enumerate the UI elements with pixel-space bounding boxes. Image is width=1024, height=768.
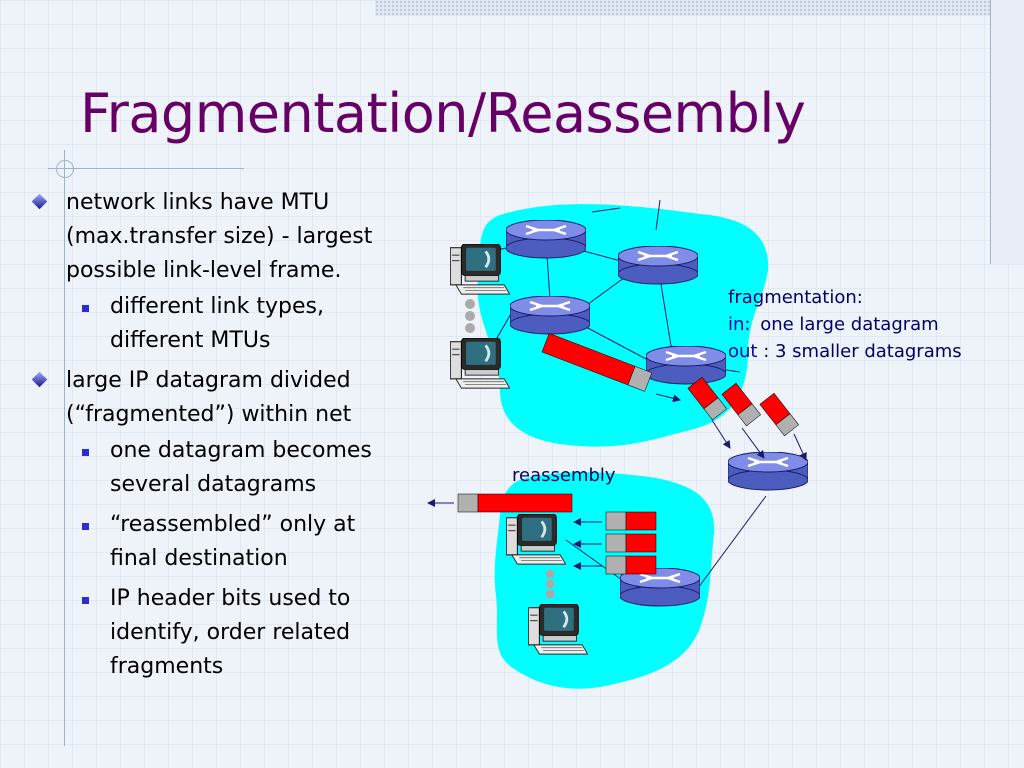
right-decor-bar: [990, 0, 1024, 264]
reassembly-label: reassembly: [512, 465, 616, 486]
arrow-icon: [741, 427, 765, 459]
decor-guide-ring: [56, 160, 74, 178]
router-icon: [506, 220, 586, 260]
sub-bullet-header-bits: IP header bits used to identify, order r…: [30, 582, 430, 684]
large-datagram: [541, 332, 653, 392]
bullet-fragmented: large IP datagram divided (“fragmented”)…: [30, 364, 430, 432]
computer-icon: [528, 604, 588, 656]
bullet-line: one datagram becomes: [110, 438, 372, 463]
bullet-line: large IP datagram divided: [66, 368, 351, 393]
fragment-2: [721, 382, 762, 427]
bullet-mtu: network links have MTU (max.transfer siz…: [30, 186, 430, 288]
sub-bullet-one-becomes-several: one datagram becomes several datagrams: [30, 434, 430, 502]
in-text: one large datagram: [760, 314, 939, 335]
sub-bullet-reassembled: “reassembled” only at final destination: [30, 508, 430, 576]
out-label: out: [728, 341, 757, 362]
slide-title: Fragmentation/Reassembly: [80, 82, 806, 145]
fragment-3: [759, 392, 800, 437]
bullet-line: different MTUs: [110, 328, 271, 353]
host-ellipsis-dots: [465, 299, 555, 599]
bullet-line: final destination: [110, 546, 288, 571]
bullet-line: possible link-level frame.: [66, 258, 342, 283]
square-bullet-icon: [82, 449, 89, 456]
computer-icon: [450, 338, 510, 390]
arrow-icon: [655, 393, 681, 403]
square-bullet-icon: [82, 523, 89, 530]
router-icon: [728, 452, 808, 492]
top-decor-band: [375, 0, 1024, 16]
router-icon: [646, 346, 726, 386]
arrow-icon: [793, 433, 807, 461]
bullet-line: “reassembled” only at: [110, 512, 356, 537]
bullet-line: identify, order related: [110, 620, 351, 645]
bullet-line: several datagrams: [110, 472, 317, 497]
bullet-line: network links have MTU: [66, 190, 330, 215]
bullet-line: IP header bits used to: [110, 586, 351, 611]
bullet-line: fragments: [110, 654, 224, 679]
computer-icon: [506, 514, 566, 566]
reassembled-datagram: [457, 493, 573, 513]
fragmentation-out-line: out : 3 smaller datagrams: [728, 341, 962, 362]
router-icon: [618, 246, 698, 286]
in-label: in:: [728, 314, 750, 335]
bullet-line: (max.transfer size) - largest: [66, 224, 373, 249]
fragmentation-label: fragmentation:: [728, 287, 863, 308]
bullet-line: different link types,: [110, 294, 324, 319]
arrow-icon: [711, 419, 731, 449]
received-fragments: [605, 511, 657, 575]
square-bullet-icon: [82, 305, 89, 312]
fragment-1: [687, 376, 728, 421]
router-icon: [510, 296, 590, 336]
computer-icon: [450, 244, 510, 296]
bullet-list: network links have MTU (max.transfer siz…: [30, 186, 430, 690]
out-text: : 3 smaller datagrams: [763, 341, 961, 362]
bullet-line: (“fragmented”) within net: [66, 402, 352, 427]
square-bullet-icon: [82, 597, 89, 604]
decor-guide-vertical: [64, 150, 65, 746]
decor-guide-horizontal: [48, 168, 244, 169]
fragmentation-in-line: in: one large datagram: [728, 314, 939, 335]
sub-bullet-link-types: different link types, different MTUs: [30, 290, 430, 358]
